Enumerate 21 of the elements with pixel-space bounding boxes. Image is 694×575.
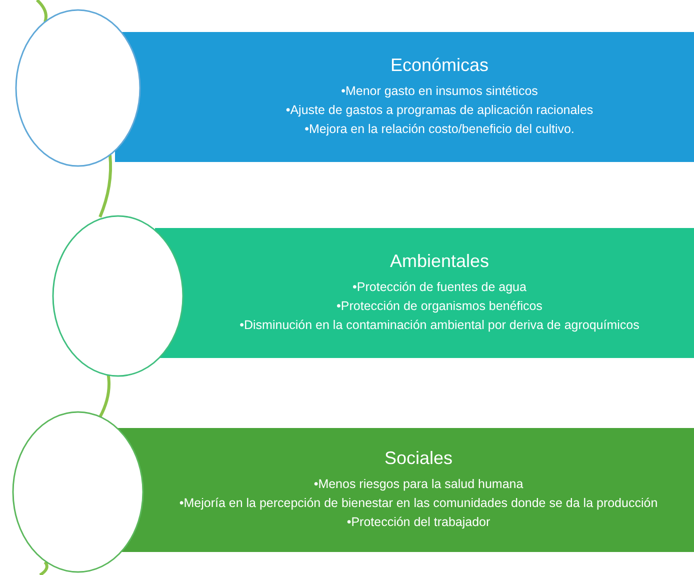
category-band xyxy=(155,228,694,358)
bullet-item: •Protección de fuentes de agua xyxy=(352,279,526,296)
connector-line xyxy=(36,0,48,22)
connector-line xyxy=(98,372,110,418)
bullet-item: •Mejora en la relación costo/beneficio del cultivo. xyxy=(304,121,574,138)
bullet-item: •Mejoría en la percepción de bienestar en las comunidades donde se da la producción xyxy=(179,495,658,512)
circle-shape xyxy=(15,9,141,167)
band-heading: Económicas xyxy=(390,55,489,76)
circle-shape xyxy=(12,411,144,573)
category-band xyxy=(118,428,694,552)
bullet-item: •Menos riesgos para la salud humana xyxy=(314,476,524,493)
bullet-item: •Ajuste de gastos a programas de aplicación racionales xyxy=(286,102,594,119)
bullet-item: •Disminución en la contaminación ambiental por deriva de agroquímicos xyxy=(240,317,640,334)
connector-line xyxy=(39,561,48,575)
category-band xyxy=(115,32,694,162)
bullet-item: •Protección del trabajador xyxy=(346,514,490,531)
band-heading: Sociales xyxy=(384,448,453,469)
band-heading: Ambientales xyxy=(390,251,490,272)
bullet-item: •Menor gasto en insumos sintéticos xyxy=(341,83,538,100)
bullet-item: •Protección de organismos benéficos xyxy=(336,298,542,315)
circle-shape xyxy=(52,215,184,377)
